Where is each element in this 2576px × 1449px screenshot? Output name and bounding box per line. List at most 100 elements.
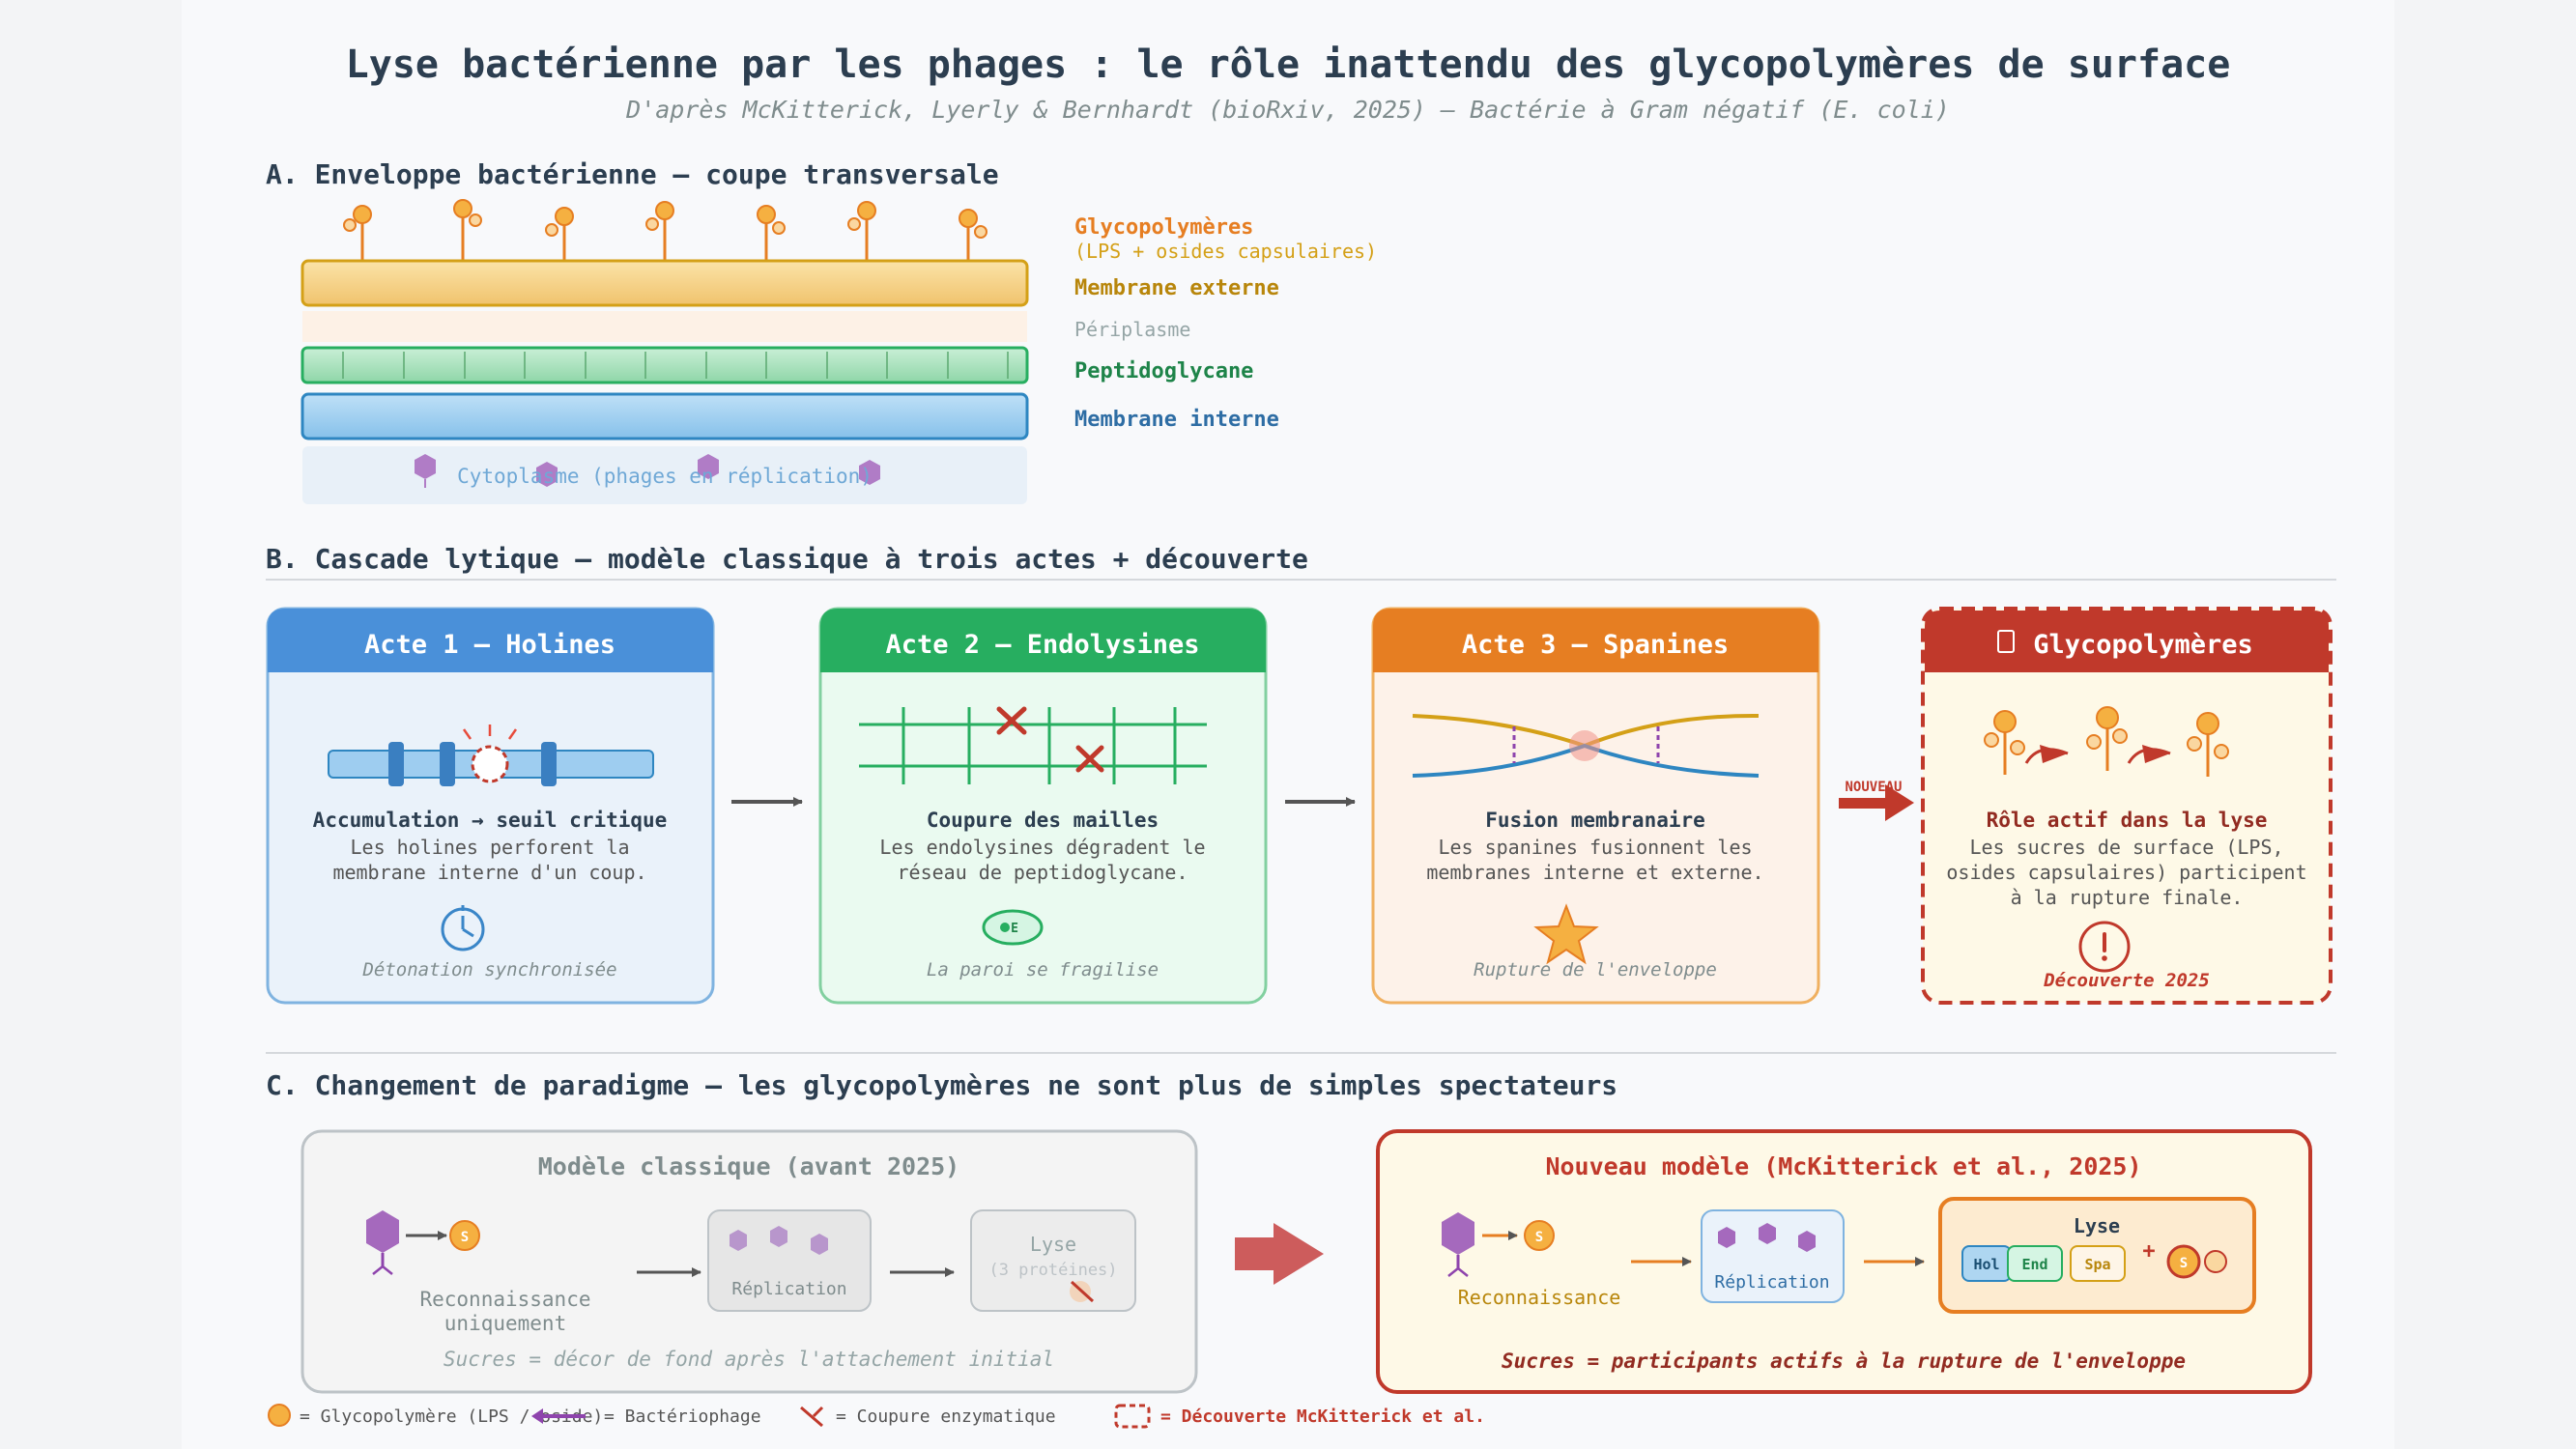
classic-footer: Sucres = décor de fond après l'attacheme… (444, 1348, 1054, 1371)
new-recog: Reconnaissance (1458, 1286, 1621, 1309)
label-outer-membrane: Membrane externe (1074, 276, 1279, 300)
legend-discovery: = Découverte McKitterick et al. (1160, 1406, 1485, 1427)
card-act1-title: Acte 1 — Holines (364, 630, 615, 660)
page-title: Lyse bactérienne par les phages : le rôl… (346, 43, 2231, 87)
classic-recog1: Reconnaissance (419, 1288, 590, 1311)
label-periplasm: Périplasme (1074, 318, 1190, 341)
legend-phage-icon (531, 1408, 586, 1424)
card-act3-line1: Les spanines fusionnent les (1438, 836, 1752, 859)
spanin-chip (2070, 1245, 2126, 1282)
new-model-panel: Nouveau modèle (McKitterick et al., 2025… (1376, 1129, 2312, 1394)
enzyme-mark: E (1011, 922, 1018, 936)
legend-cut-icon (800, 1406, 824, 1428)
card-glyco-line3: à la rupture finale. (2011, 886, 2244, 909)
card-act3-line2: membranes interne et externe. (1426, 861, 1763, 884)
clock-icon (441, 905, 485, 952)
classic-lysis-sub: (3 protéines) (988, 1261, 1117, 1280)
card-act3-spanins: Acte 3 — Spanines Fusion membranaire Les… (1371, 607, 1820, 1005)
membrane-hole-icon (471, 745, 509, 783)
paradigm-shift-arrow (1235, 1223, 1324, 1285)
section-b-heading: B. Cascade lytique — modèle classique à … (266, 543, 1308, 575)
legend-glyco: = Glycopolymère (LPS / oside) (300, 1406, 603, 1427)
cytoplasm (302, 446, 1027, 504)
card-act3-title: Acte 3 — Spanines (1462, 630, 1729, 660)
card-act2-subtitle: Coupure des mailles (927, 809, 1159, 832)
page-subtitle: D'après McKitterick, Lyerly & Bernhardt … (625, 96, 1950, 124)
card-act2-endolysins: Acte 2 — Endolysines Coupure des mailles… (818, 607, 1268, 1005)
card-act1-line2: membrane interne d'un coup. (332, 861, 646, 884)
classic-model-panel: Modèle classique (avant 2025) S Reconnai… (301, 1129, 1198, 1394)
cytoplasm-label: Cytoplasme (phages en réplication) (457, 465, 873, 488)
legend-glyco-icon (268, 1404, 291, 1427)
classic-title: Modèle classique (avant 2025) (538, 1152, 960, 1180)
card-act2-caption: La paroi se fragilise (927, 959, 1159, 980)
new-sugar-icon: S (1524, 1220, 1555, 1251)
legend-cut: = Coupure enzymatique (836, 1406, 1056, 1427)
card-glyco-line1: Les sucres de surface (LPS, (1969, 836, 2283, 859)
alert-badge-icon (1997, 630, 2015, 653)
holin-chip-label: Hol (1973, 1256, 1999, 1273)
card-act1-subtitle: Accumulation → seuil critique (313, 809, 668, 832)
enzyme-icon: E (982, 909, 1044, 946)
card-glyco-title: Glycopolymères (2033, 630, 2253, 660)
burst-lines-icon (462, 724, 518, 740)
peptidoglycan-grid-icon (859, 707, 1207, 784)
classic-replication: Réplication (731, 1279, 846, 1299)
endolysin-chip (2007, 1245, 2063, 1282)
peptidoglycan-mesh (342, 352, 1009, 379)
card-act2-line2: réseau de peptidoglycane. (897, 861, 1188, 884)
card-act3-caption: Rupture de l'enveloppe (1474, 959, 1717, 980)
sugar-mark: S (461, 1230, 469, 1245)
envelope-cross-section: Cytoplasme (phages en réplication) (301, 199, 1029, 504)
label-glycopolymers: Glycopolymères (1074, 215, 1253, 240)
label-glycopolymers-sub: (LPS + osides capsulaires) (1074, 240, 1377, 263)
legend-discovery-icon (1114, 1404, 1151, 1429)
new-sugar-mark: S (1535, 1230, 1543, 1245)
card-act3-subtitle: Fusion membranaire (1485, 809, 1705, 832)
classic-recog2: uniquement (444, 1312, 566, 1335)
card-act1-caption: Détonation synchronisée (361, 959, 616, 980)
new-phage-icon (1442, 1212, 1474, 1277)
card-act2-line1: Les endolysines dégradent le (879, 836, 1205, 859)
strike-icon (1070, 1280, 1095, 1303)
glycopolymer-stalks (343, 199, 987, 261)
glycopolymer-attack-icon (1984, 706, 2229, 777)
peptidoglycan-layer (301, 346, 1029, 384)
lysis-sugar-icon: S (2166, 1244, 2227, 1279)
phage-icon (366, 1210, 399, 1275)
endolysin-chip-label: End (2021, 1256, 2047, 1273)
new-replicating-phages-icon (1718, 1223, 1816, 1252)
replicating-phages-icon (730, 1226, 828, 1255)
inner-membrane (301, 392, 1029, 440)
spanin-chip-label: Spa (2084, 1256, 2110, 1273)
new-replication: Réplication (1714, 1272, 1829, 1293)
outer-membrane (301, 259, 1029, 307)
card-act1-holins: Acte 1 — Holines Accumulation → seuil cr… (266, 607, 715, 1005)
plus-sign: + (2142, 1239, 2155, 1264)
membrane-fusion-icon (1412, 713, 1760, 778)
card-glycopolymers-discovery: Glycopolymères Rôle actif dans la lyse L… (1921, 607, 2333, 1005)
card-glyco-subtitle: Rôle actif dans la lyse (1987, 809, 2268, 832)
exclamation-icon (2078, 921, 2131, 973)
lysis-sugar-mark: S (2180, 1256, 2188, 1271)
classic-replication-box (707, 1209, 872, 1312)
section-a-heading: A. Enveloppe bactérienne — coupe transve… (266, 158, 999, 190)
card-act1-line1: Les holines perforent la (351, 836, 630, 859)
label-inner-membrane: Membrane interne (1074, 408, 1279, 432)
new-title: Nouveau modèle (McKitterick et al., 2025… (1545, 1152, 2141, 1180)
arrow-act3-to-glyco (1839, 784, 1914, 821)
cut-mark-icon (996, 706, 1104, 773)
label-peptidoglycan: Peptidoglycane (1074, 359, 1253, 384)
sugar-icon: S (449, 1220, 480, 1251)
new-footer: Sucres = participants actifs à la ruptur… (1502, 1350, 2186, 1373)
card-glyco-caption: Découverte 2025 (2043, 970, 2210, 991)
legend: = Glycopolymère (LPS / oside) = Bactério… (268, 1404, 1485, 1429)
card-act2-title: Acte 2 — Endolysines (885, 630, 1199, 660)
legend-phage: = Bactériophage (604, 1406, 761, 1427)
cytoplasm-phages (415, 454, 880, 488)
new-lysis: Lyse (2074, 1214, 2120, 1237)
section-c-heading: C. Changement de paradigme — les glycopo… (266, 1069, 1617, 1101)
star-burst-icon (1533, 903, 1599, 965)
classic-lysis-box (970, 1209, 1136, 1312)
